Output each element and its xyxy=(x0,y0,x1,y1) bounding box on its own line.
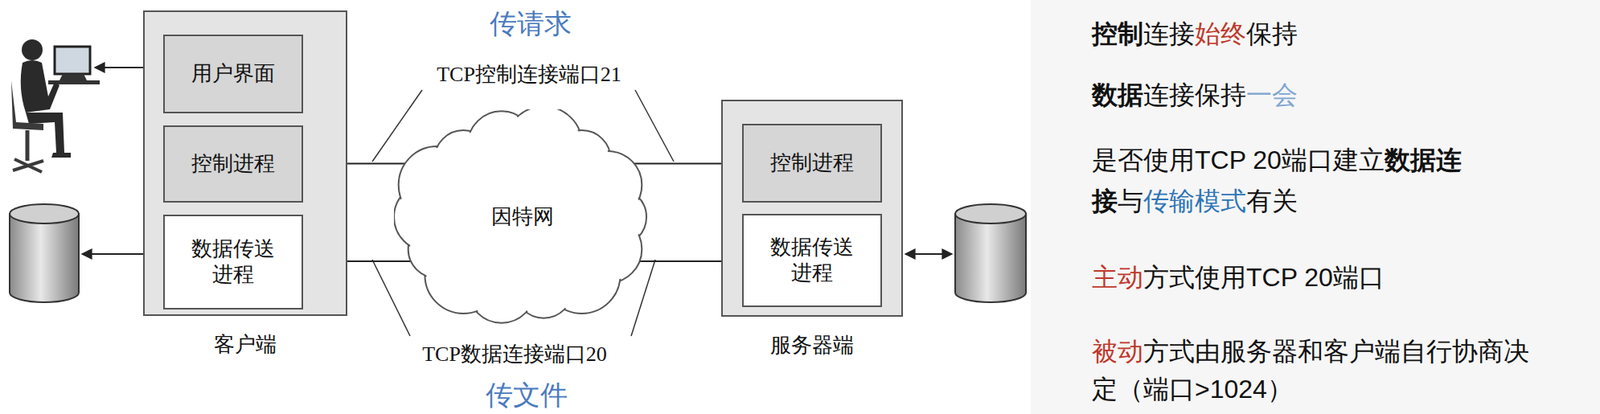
note-text: 有关 xyxy=(1246,186,1298,216)
note-text: 数据 xyxy=(1091,80,1144,110)
note-text: 保持 xyxy=(1246,19,1298,49)
leader-lines xyxy=(372,90,674,337)
note-line: 主动方式使用TCP 20端口 xyxy=(1091,259,1385,296)
process-box: 控制进程 xyxy=(163,125,304,203)
note-text: 传输模式 xyxy=(1143,186,1247,216)
box-label: 因特网 xyxy=(491,204,554,231)
flow-caption: 传请求 xyxy=(489,5,572,43)
note-line: 控制连接始终保持 xyxy=(1091,16,1298,53)
port-label: TCP控制连接端口21 xyxy=(436,60,622,89)
process-box: 控制进程 xyxy=(742,123,883,203)
process-box: 数据传送进程 xyxy=(742,213,883,308)
note-text: 方式使用TCP 20端口 xyxy=(1143,262,1385,292)
note-text: 控制 xyxy=(1091,19,1144,49)
box-label: 控制进程 xyxy=(191,151,275,178)
note-text: 被动 xyxy=(1091,336,1144,366)
port-label: TCP数据连接端口20 xyxy=(422,340,608,369)
host-frame: 服务器端控制进程数据传送进程 xyxy=(721,99,903,317)
note-text: 主动 xyxy=(1091,262,1144,292)
host-label: 客户端 xyxy=(144,332,346,359)
note-line: 数据连接保持一会 xyxy=(1091,77,1298,114)
process-box: 用户界面 xyxy=(163,34,304,114)
note-line: 被动方式由服务器和客户端自行协商决定（端口>1024） xyxy=(1091,332,1543,409)
note-text: 方式由服务器和客户端自行协商决定（端口>1024） xyxy=(1091,336,1530,404)
note-text: 连接保持 xyxy=(1143,80,1247,110)
note-text: 一会 xyxy=(1246,80,1298,110)
flow-caption: 传文件 xyxy=(485,377,568,414)
process-box: 数据传送进程 xyxy=(163,214,304,310)
box-label: 用户界面 xyxy=(191,61,275,88)
user-figure xyxy=(11,39,100,173)
note-text: 始终 xyxy=(1194,19,1247,49)
note-text: 与 xyxy=(1117,186,1144,216)
network-cloud: 因特网 xyxy=(393,109,652,325)
host-label: 服务器端 xyxy=(722,332,902,360)
box-label: 数据传送进程 xyxy=(188,236,277,289)
host-frame: 客户端用户界面控制进程数据传送进程 xyxy=(143,10,348,316)
box-label: 数据传送进程 xyxy=(767,234,856,288)
box-label: 控制进程 xyxy=(770,150,854,177)
note-text: 连接 xyxy=(1143,19,1195,49)
disk-cylinder xyxy=(955,204,1026,303)
note-text: 是否使用TCP 20端口建立 xyxy=(1091,145,1385,175)
disk-cylinder xyxy=(9,204,79,303)
note-line: 是否使用TCP 20端口建立数据连接与传输模式有关 xyxy=(1091,139,1486,222)
